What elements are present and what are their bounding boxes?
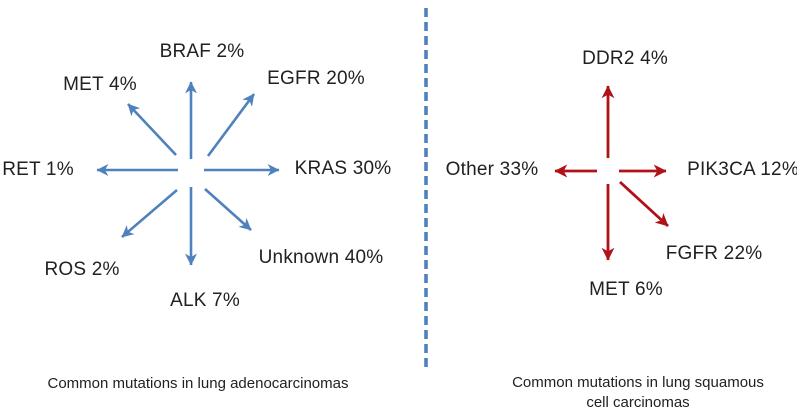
mutation-label-squamous-fgfr: FGFR 22% xyxy=(665,243,763,264)
caption-line: Common mutations in lung squamous xyxy=(512,374,764,391)
mutation-label-squamous-ddr2: DDR2 4% xyxy=(582,48,668,69)
caption-adenocarcinoma: Common mutations in lung adenocarcinomas xyxy=(30,374,366,394)
caption-squamous: Common mutations in lung squamous cell ca… xyxy=(503,373,773,413)
mutation-label-squamous-pik3ca: PIK3CA 12% xyxy=(687,159,797,180)
arrow-adenocarcinoma-egfr xyxy=(206,93,256,157)
mutation-label-adenocarcinoma-ret: RET 1% xyxy=(2,159,74,180)
arrow-adenocarcinoma-met xyxy=(127,103,177,156)
mutation-label-adenocarcinoma-kras: KRAS 30% xyxy=(294,158,392,179)
arrow-adenocarcinoma-unknown xyxy=(204,188,252,231)
mutation-label-adenocarcinoma-braf: BRAF 2% xyxy=(159,41,245,62)
mutation-label-adenocarcinoma-unknown: Unknown 40% xyxy=(258,247,384,268)
mutation-label-adenocarcinoma-ros: ROS 2% xyxy=(44,259,120,280)
arrow-adenocarcinoma-ros xyxy=(121,189,178,238)
mutation-label-adenocarcinoma-alk: ALK 7% xyxy=(170,290,240,311)
mutation-label-adenocarcinoma-met: MET 4% xyxy=(63,74,137,95)
arrow-squamous-fgfr xyxy=(619,180,669,228)
caption-line: cell carcinomas xyxy=(586,394,690,411)
mutation-label-adenocarcinoma-egfr: EGFR 20% xyxy=(267,68,365,89)
caption-line: Common mutations in lung adenocarcinomas xyxy=(47,375,349,392)
mutation-label-squamous-other: Other 33% xyxy=(445,159,539,180)
mutation-label-squamous-met: MET 6% xyxy=(589,279,663,300)
